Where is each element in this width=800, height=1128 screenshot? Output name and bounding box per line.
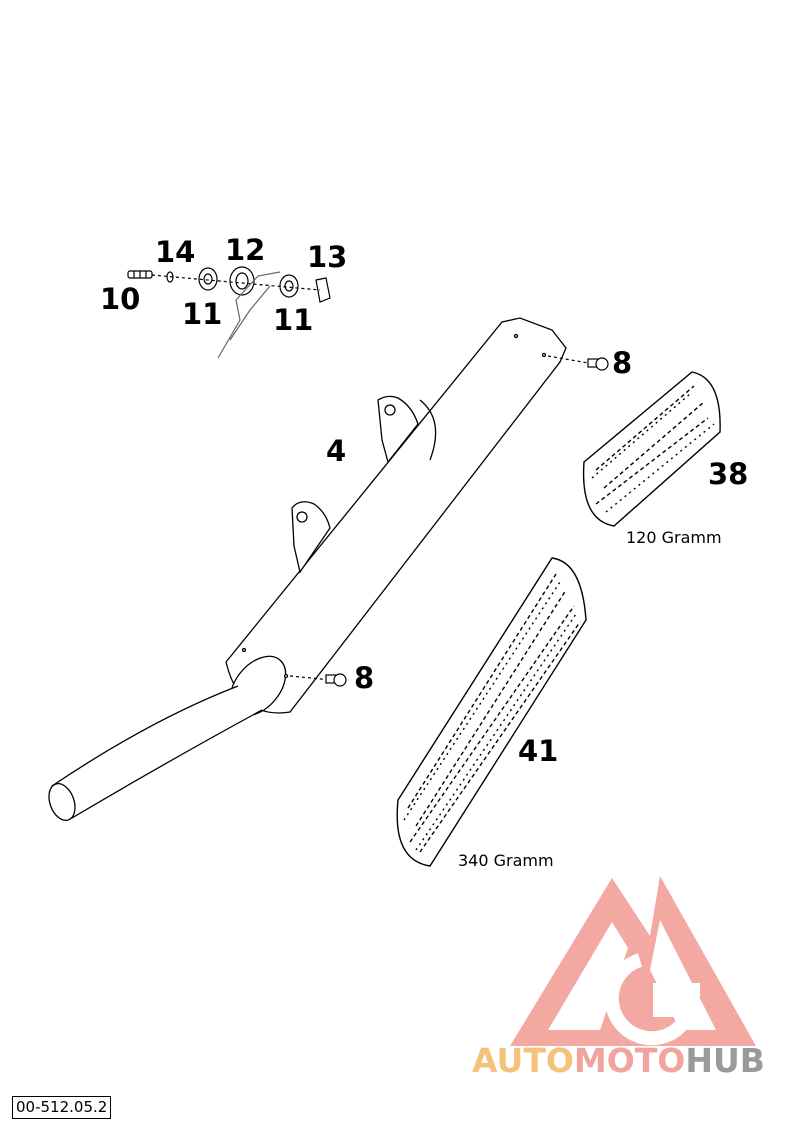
callout-11-right: 11 [273, 303, 314, 337]
callout-8-top: 8 [612, 346, 633, 380]
watermark-moto: MOTO [573, 1041, 686, 1080]
weight-label-38: 120 Gramm [626, 528, 722, 547]
callout-41: 41 [518, 734, 559, 768]
callout-10: 10 [100, 282, 141, 316]
watermark-text: AUTOMOTOHUB [472, 1044, 765, 1077]
weight-label-41: 340 Gramm [458, 851, 554, 870]
callout-8-bottom: 8 [354, 661, 375, 695]
silencer-4-icon [48, 317, 567, 821]
callout-4: 4 [326, 434, 347, 468]
clip-nut-13-icon [315, 277, 331, 303]
callout-11-left: 11 [182, 297, 223, 331]
callout-14: 14 [155, 235, 196, 269]
screws-8 [289, 355, 609, 687]
drawing-code: 00-512.05.2 [12, 1096, 112, 1119]
watermark-auto: AUTO [472, 1041, 574, 1080]
callout-12: 12 [225, 233, 266, 267]
packing-38-icon [582, 371, 721, 527]
mounting-hardware [127, 266, 331, 359]
watermark-hub: HUB [685, 1041, 765, 1080]
watermark-logo [510, 876, 756, 1046]
callout-13: 13 [307, 240, 348, 274]
callout-38: 38 [708, 457, 749, 491]
packing-41-icon [396, 557, 587, 867]
